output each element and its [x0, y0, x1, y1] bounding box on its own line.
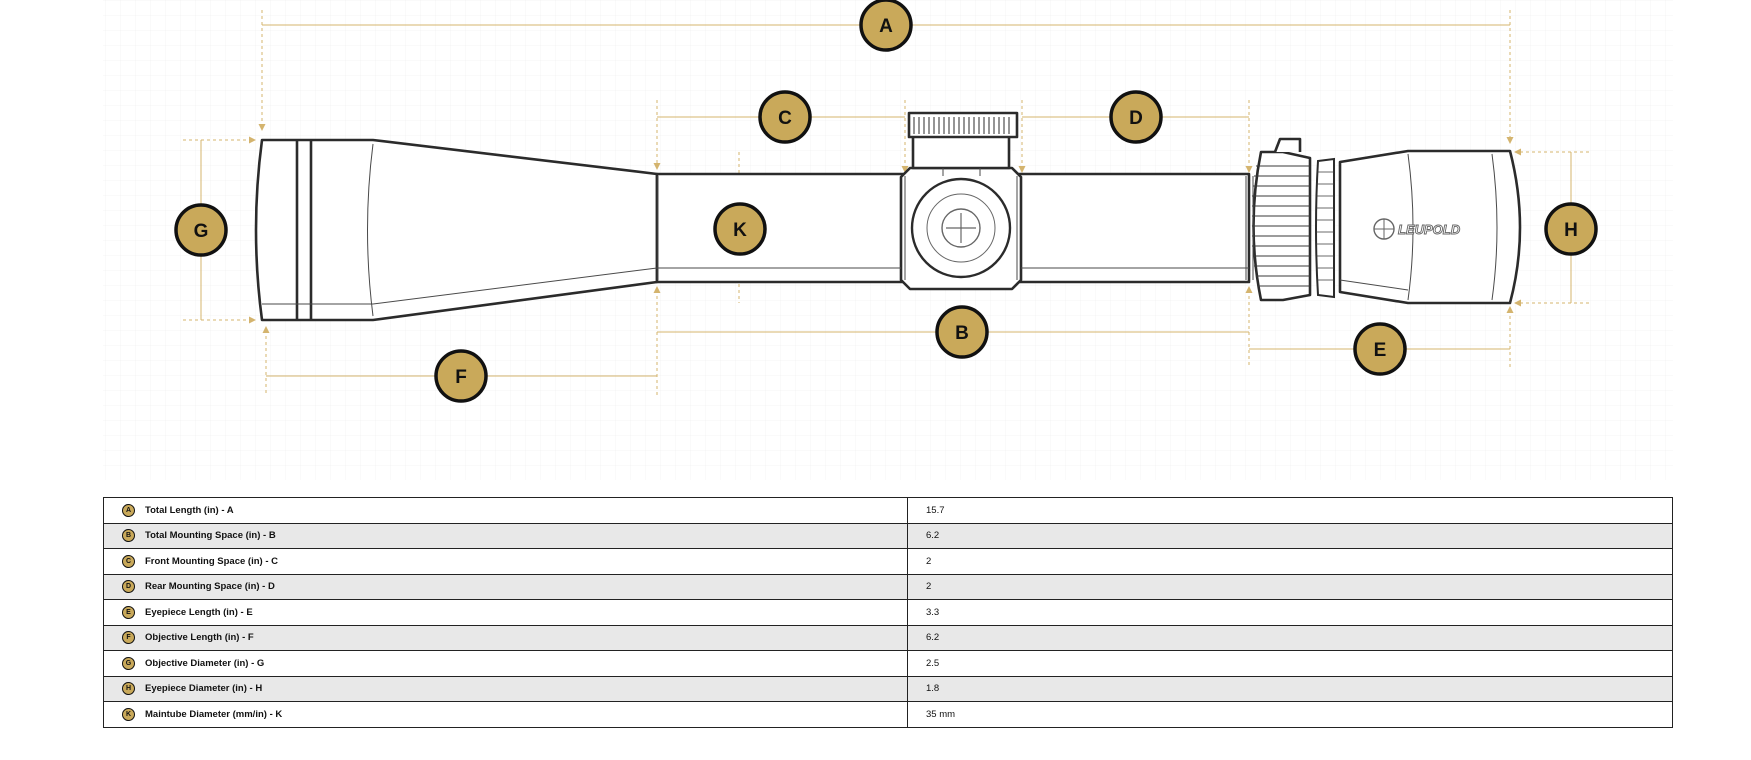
spec-value: 2	[907, 573, 1673, 600]
brand-wordmark: LEUPOLD	[1398, 222, 1461, 237]
callout-k: K	[733, 220, 747, 241]
leupold-logo-icon	[1373, 218, 1395, 240]
table-row: B Total Mounting Space (in) - B 6.2	[103, 522, 1673, 549]
spec-label: Total Mounting Space (in) - B	[145, 530, 276, 542]
elevation-turret-cap	[907, 111, 1019, 139]
table-row: F Objective Length (in) - F 6.2	[103, 624, 1673, 651]
callout-badges: A C D G K H B E F	[174, 0, 1598, 403]
letter-badge-icon: G	[122, 656, 135, 670]
callout-g: G	[194, 221, 209, 242]
turret-stem	[911, 134, 1011, 170]
letter-badge-icon: A	[122, 503, 135, 517]
callout-d: D	[1129, 108, 1143, 129]
spec-value: 2.5	[907, 650, 1673, 677]
spec-label: Objective Diameter (in) - G	[145, 657, 265, 669]
letter-badge-icon: B	[122, 529, 135, 543]
spec-value: 6.2	[907, 624, 1673, 651]
spec-label: Eyepiece Diameter (in) - H	[145, 683, 263, 695]
spec-label: Total Length (in) - A	[145, 504, 234, 516]
scope-dimension-diagram: LEUPOLD A C D G K H B E F	[103, 0, 1673, 480]
spec-label: Eyepiece Length (in) - E	[145, 606, 253, 618]
spec-label: Maintube Diameter (mm/in) - K	[145, 708, 283, 720]
spec-value: 15.7	[907, 497, 1673, 524]
windage-dial	[910, 177, 1012, 279]
table-row: D Rear Mounting Space (in) - D 2	[103, 573, 1673, 600]
letter-badge-icon: D	[122, 580, 135, 594]
objective-bell	[254, 138, 659, 322]
callout-c: C	[778, 108, 792, 129]
power-ring-knurling	[1252, 165, 1310, 287]
letter-badge-icon: E	[122, 605, 135, 619]
letter-badge-icon: H	[122, 682, 135, 696]
turret-knurling	[913, 117, 1010, 134]
letter-badge-icon: F	[122, 631, 135, 645]
eyepiece	[1338, 149, 1522, 305]
table-row: A Total Length (in) - A 15.7	[103, 497, 1673, 524]
letter-badge-icon: K	[122, 707, 135, 721]
table-row: K Maintube Diameter (mm/in) - K 35 mm	[103, 701, 1673, 728]
table-row: C Front Mounting Space (in) - C 2	[103, 548, 1673, 575]
specifications-table: A Total Length (in) - A 15.7 B Total Mount…	[103, 497, 1673, 728]
dimension-lines	[183, 10, 1590, 395]
table-row: G Objective Diameter (in) - G 2.5	[103, 650, 1673, 677]
spec-value: 1.8	[907, 675, 1673, 702]
callout-b: B	[955, 323, 969, 344]
spec-value: 35 mm	[907, 701, 1673, 728]
spec-label: Rear Mounting Space (in) - D	[145, 581, 275, 593]
table-row: H Eyepiece Diameter (in) - H 1.8	[103, 675, 1673, 702]
spec-value: 6.2	[907, 522, 1673, 549]
letter-badge-icon: C	[122, 554, 135, 568]
callout-f: F	[455, 367, 467, 388]
focus-ring	[1315, 157, 1335, 299]
callout-a: A	[879, 16, 893, 37]
scope-detail-lines	[262, 141, 1498, 319]
callout-e: E	[1374, 340, 1387, 361]
spec-label: Front Mounting Space (in) - C	[145, 555, 278, 567]
spec-label: Objective Length (in) - F	[145, 632, 254, 644]
table-row: E Eyepiece Length (in) - E 3.3	[103, 599, 1673, 626]
spec-value: 3.3	[907, 599, 1673, 626]
spec-value: 2	[907, 548, 1673, 575]
callout-h: H	[1564, 220, 1578, 241]
